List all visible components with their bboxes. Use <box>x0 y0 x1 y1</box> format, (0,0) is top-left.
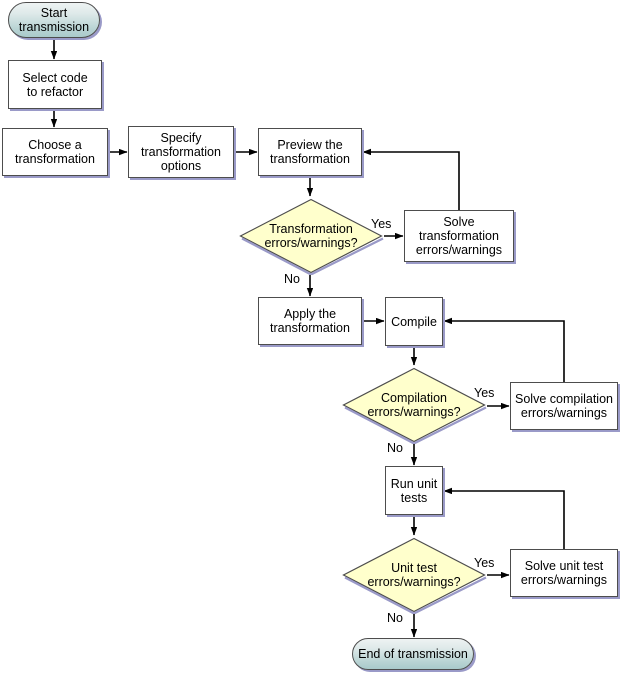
node-specify-options[interactable]: Specify transformation options <box>128 126 234 178</box>
node-decision-compilation-errors[interactable]: Compilation errors/warnings? <box>341 366 487 444</box>
node-choose-transformation-label: Choose a transformation <box>15 138 95 166</box>
edge-label-no-transformation: No <box>284 272 300 286</box>
node-start-transmission[interactable]: Start transmission <box>8 2 100 38</box>
edge-label-yes-compilation: Yes <box>474 386 495 400</box>
node-run-unit-tests[interactable]: Run unit tests <box>385 466 443 515</box>
node-end-transmission-label: End of transmission <box>358 647 468 661</box>
node-solve-transformation-errors-label: Solve transformation errors/warnings <box>415 215 503 257</box>
node-decision-unit-test-errors-label: Unit test errors/warnings? <box>367 561 461 589</box>
node-apply-transformation[interactable]: Apply the transformation <box>258 297 362 345</box>
edge-label-yes-transformation: Yes <box>371 217 392 231</box>
node-preview-transformation[interactable]: Preview the transformation <box>258 128 362 176</box>
node-compile[interactable]: Compile <box>385 297 443 346</box>
node-solve-compilation-errors-label: Solve compilation errors/warnings <box>515 392 613 420</box>
node-choose-transformation[interactable]: Choose a transformation <box>2 128 108 176</box>
diamond-shape-unit-test <box>342 537 487 614</box>
node-preview-transformation-label: Preview the transformation <box>270 138 350 166</box>
edge-label-yes-unit-test: Yes <box>474 556 495 570</box>
node-solve-unit-test-errors-label: Solve unit test errors/warnings <box>520 559 608 587</box>
node-start-transmission-label: Start transmission <box>18 6 90 34</box>
node-solve-transformation-errors[interactable]: Solve transformation errors/warnings <box>404 210 514 262</box>
node-apply-transformation-label: Apply the transformation <box>270 307 350 335</box>
edge-label-no-compilation: No <box>387 441 403 455</box>
node-solve-compilation-errors[interactable]: Solve compilation errors/warnings <box>510 382 618 430</box>
diamond-shape-transformation <box>239 198 384 275</box>
node-decision-compilation-errors-label: Compilation errors/warnings? <box>367 391 461 419</box>
node-select-code-label: Select code to refactor <box>22 70 88 99</box>
node-end-transmission[interactable]: End of transmission <box>352 638 474 670</box>
node-decision-unit-test-errors[interactable]: Unit test errors/warnings? <box>341 536 487 614</box>
node-decision-transformation-errors[interactable]: Transformation errors/warnings? <box>238 197 384 275</box>
node-compile-label: Compile <box>391 314 437 329</box>
node-run-unit-tests-label: Run unit tests <box>390 476 438 505</box>
node-specify-options-label: Specify transformation options <box>141 131 221 173</box>
edge-label-no-unit-test: No <box>387 611 403 625</box>
node-decision-transformation-errors-label: Transformation errors/warnings? <box>264 222 358 250</box>
node-solve-unit-test-errors[interactable]: Solve unit test errors/warnings <box>510 549 618 597</box>
node-select-code[interactable]: Select code to refactor <box>8 60 102 109</box>
diamond-shape-compilation <box>342 367 487 444</box>
